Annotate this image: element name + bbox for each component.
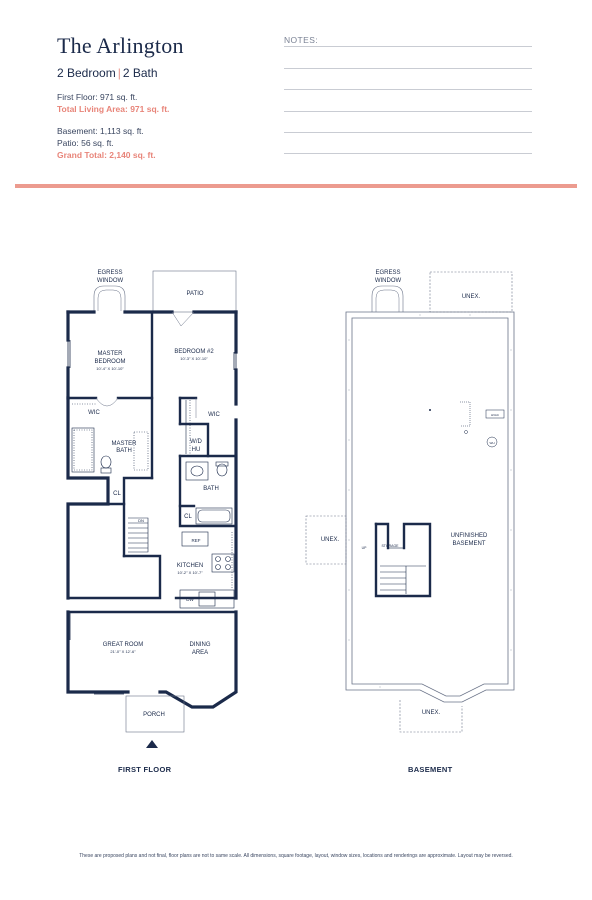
- great-room-label: GREAT ROOM: [103, 642, 143, 648]
- basement-stairs: [380, 547, 426, 594]
- porch-outline: [125, 695, 185, 733]
- note-line[interactable]: [284, 132, 532, 133]
- unex-label: UNEX.: [462, 294, 481, 300]
- patio-area: Patio: 56 sq. ft.: [57, 138, 114, 148]
- separator: |: [117, 66, 121, 80]
- notes-label: NOTES:: [284, 35, 319, 45]
- stairs-down: [128, 517, 149, 553]
- svg-text:BASEMENT: BASEMENT: [452, 541, 485, 547]
- dw-label: DW: [186, 597, 194, 602]
- windows: [67, 340, 237, 708]
- kitchen-cabinets: [179, 531, 235, 609]
- stairs-label: DN: [138, 518, 144, 523]
- bedroom2-dims: 10'-3" X 10'-10": [180, 356, 208, 361]
- master-bedroom-dims: 10'-4" X 10'-10": [96, 366, 124, 371]
- bed-bath-summary: 2 Bedroom|2 Bath: [57, 66, 158, 80]
- basement-plan: [305, 271, 515, 733]
- hvac-label: HVAC: [491, 413, 500, 417]
- egress-window-well: [93, 285, 126, 311]
- egress-label: EGRESS: [97, 270, 122, 276]
- water-heater-label: WH: [490, 441, 495, 445]
- mechanical-equipment: [460, 401, 505, 448]
- note-line[interactable]: [284, 89, 532, 90]
- foundation-texture: [348, 314, 512, 688]
- grand-total-area: Grand Total: 2,140 sq. ft.: [57, 150, 156, 160]
- svg-text:AREA: AREA: [192, 650, 208, 656]
- closet-label: CL: [184, 514, 192, 520]
- basement-caption: BASEMENT: [408, 765, 453, 774]
- wic-label: WIC: [88, 410, 100, 416]
- unex-porch: [399, 700, 463, 733]
- master-bedroom-label: MASTER: [97, 351, 123, 357]
- patio-label: PATIO: [186, 291, 203, 297]
- header-divider: [15, 184, 577, 188]
- master-bath-label: MASTER: [111, 441, 137, 447]
- svg-text:WINDOW: WINDOW: [375, 278, 402, 284]
- svg-text:BEDROOM: BEDROOM: [94, 359, 125, 365]
- svg-text:BATH: BATH: [116, 448, 132, 454]
- bedroom-count: 2 Bedroom: [57, 66, 116, 80]
- dining-label: DINING: [190, 642, 211, 648]
- ref-label: REF: [192, 538, 201, 543]
- storage-label: STORAGE: [381, 544, 399, 548]
- note-line[interactable]: [284, 68, 532, 69]
- porch-label: PORCH: [143, 712, 165, 718]
- svg-text:HU: HU: [192, 447, 201, 453]
- first-floor-plan: [66, 270, 238, 748]
- wd-label: W/D: [190, 439, 202, 445]
- first-floor-caption: FIRST FLOOR: [118, 765, 172, 774]
- disclaimer: These are proposed plans and not final, …: [79, 853, 513, 859]
- unex-label: UNEX.: [422, 710, 441, 716]
- note-line[interactable]: [284, 153, 532, 154]
- great-room-dims: 21'-0" X 12'-6": [110, 649, 136, 654]
- basement-area: Basement: 1,113 sq. ft.: [57, 126, 144, 136]
- unfinished-basement-label: UNFINISHED: [451, 533, 488, 539]
- entry-arrow-icon: [146, 740, 158, 748]
- egress-label: EGRESS: [375, 270, 400, 276]
- basement-stair-walls: [374, 522, 432, 598]
- wic-label: WIC: [208, 412, 220, 418]
- doors: [95, 311, 197, 418]
- plan-title: The Arlington: [57, 33, 184, 58]
- bath-count: 2 Bath: [122, 66, 158, 80]
- kitchen-dims: 10'-2" X 10'-7": [177, 570, 203, 575]
- closet-shelves: [72, 400, 191, 454]
- kitchen-label: KITCHEN: [177, 563, 203, 569]
- unex-patio: [429, 271, 513, 313]
- bath-fixtures: [185, 461, 233, 525]
- closet-label: CL: [113, 491, 121, 497]
- first-floor-area: First Floor: 971 sq. ft.: [57, 92, 138, 102]
- stairs-up-label: UP: [362, 546, 368, 550]
- interior-walls: [66, 310, 238, 614]
- total-living-area: Total Living Area: 971 sq. ft.: [57, 104, 170, 114]
- master-bath-fixtures: [71, 427, 149, 474]
- unex-label: UNEX.: [321, 537, 340, 543]
- note-line[interactable]: [284, 111, 532, 112]
- svg-text:WINDOW: WINDOW: [97, 278, 124, 284]
- note-line[interactable]: [284, 46, 532, 47]
- bedroom2-label: BEDROOM #2: [174, 349, 214, 355]
- bath-label: BATH: [203, 486, 219, 492]
